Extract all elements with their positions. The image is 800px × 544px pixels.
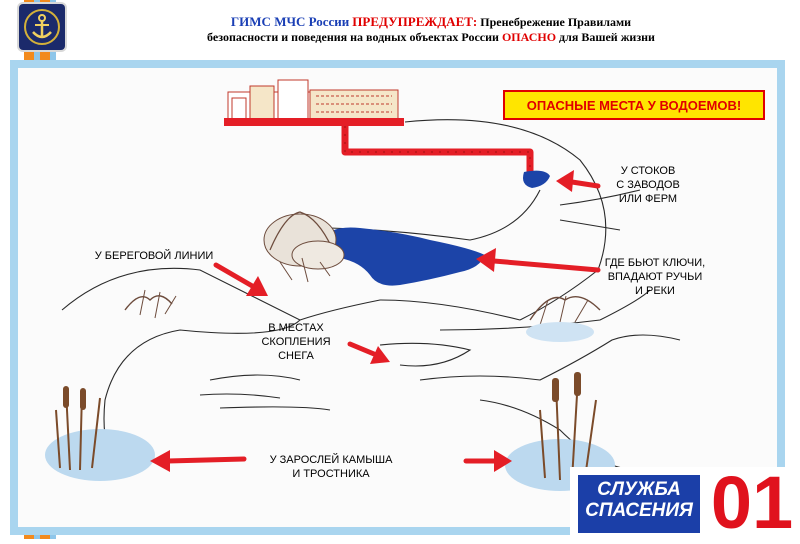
factory-illustration bbox=[224, 79, 404, 126]
arrow-reeds-left-head bbox=[150, 450, 170, 472]
arrow-drains-head bbox=[556, 170, 574, 192]
arrow-drains bbox=[569, 179, 601, 189]
badge-number: 01 bbox=[710, 461, 794, 544]
label-springs: ГДЕ БЬЮТ КЛЮЧИ, ВПАДАЮТ РУЧЬИ И РЕКИ bbox=[604, 257, 706, 297]
arrow-springs-head bbox=[476, 248, 496, 272]
drain-pipe bbox=[341, 126, 534, 172]
pond-water bbox=[322, 227, 485, 286]
terrain-lines bbox=[61, 119, 681, 471]
label-shore: У БЕРЕГОВОЙ ЛИНИИ bbox=[94, 250, 214, 262]
label-snow: В МЕСТАХ СКОПЛЕНИЯ СНЕГА bbox=[261, 322, 331, 362]
header-line-1: ГИМС МЧС России ПРЕДУПРЕЖДАЕТ: Пренебреж… bbox=[70, 14, 792, 30]
reeds-left bbox=[45, 386, 155, 481]
arrow-snow-head bbox=[370, 346, 390, 364]
drain-water bbox=[523, 170, 550, 188]
arrow-shore-head bbox=[246, 276, 268, 296]
header-org: ГИМС МЧС России bbox=[230, 14, 350, 29]
header-line2-text-b: для Вашей жизни bbox=[559, 30, 655, 44]
poster-title: ОПАСНЫЕ МЕСТА У ВОДОЕМОВ! bbox=[503, 90, 765, 120]
arrow-springs bbox=[491, 258, 601, 273]
anchor-icon bbox=[24, 9, 60, 45]
warning-arrows bbox=[150, 170, 601, 472]
gims-emblem-logo bbox=[19, 4, 65, 50]
snowy-bush-left bbox=[263, 211, 345, 283]
label-drains: У СТОКОВ С ЗАВОДОВ ИЛИ ФЕРМ bbox=[616, 165, 680, 205]
header-danger: ОПАСНО bbox=[501, 30, 557, 44]
bush-shore bbox=[124, 289, 177, 319]
header-line2-text-a: безопасности и поведения на водных объек… bbox=[207, 30, 499, 44]
label-reeds: У ЗАРОСЛЕЙ КАМЫША И ТРОСТНИКА bbox=[269, 454, 393, 480]
arrow-snow bbox=[347, 341, 377, 357]
arrow-reeds-right-head bbox=[494, 450, 512, 472]
bush-right bbox=[526, 295, 601, 342]
arrow-reeds-left bbox=[165, 456, 247, 464]
rescue-service-badge: СЛУЖБА СПАСЕНИЯ 01 bbox=[570, 463, 800, 543]
header-line1-text: Пренебрежение Правилами bbox=[480, 15, 632, 29]
arrow-shore bbox=[213, 262, 257, 290]
header-line-2: безопасности и поведения на водных объек… bbox=[70, 30, 792, 45]
header-warning: ГИМС МЧС России ПРЕДУПРЕЖДАЕТ: Пренебреж… bbox=[70, 12, 792, 48]
header-warns: ПРЕДУПРЕЖДАЕТ: bbox=[352, 14, 478, 29]
badge-text: СЛУЖБА СПАСЕНИЯ bbox=[585, 479, 693, 521]
badge-box bbox=[578, 475, 700, 533]
